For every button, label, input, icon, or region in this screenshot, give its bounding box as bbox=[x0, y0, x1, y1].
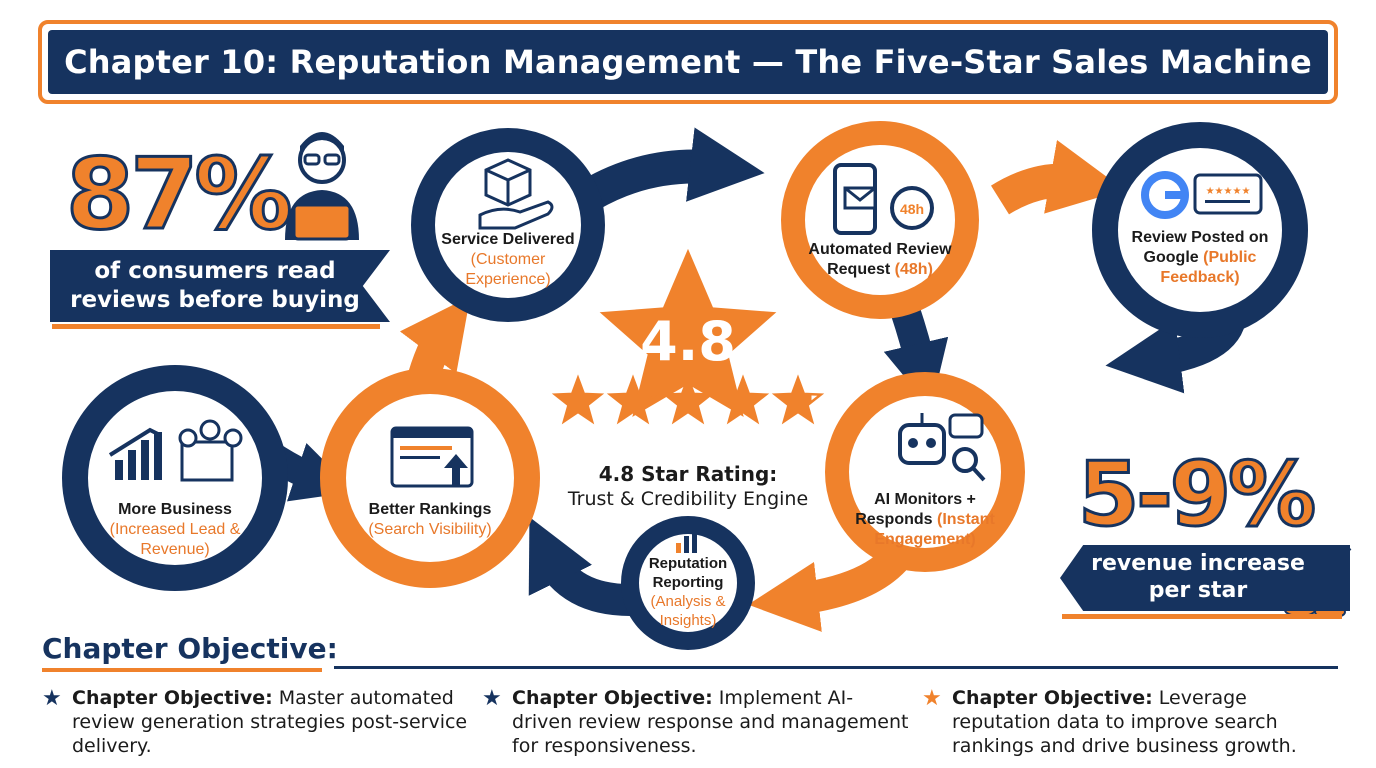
stat-right-caption-line1: revenue increase bbox=[1091, 551, 1305, 576]
node-ring-business bbox=[62, 365, 288, 591]
person-tablet-icon bbox=[285, 132, 359, 241]
stat-right-value: 5-9% bbox=[1077, 442, 1318, 548]
objective-3-star-icon: ★ bbox=[922, 686, 942, 711]
stat-left-caption-line2: reviews before buying bbox=[70, 287, 360, 313]
objective-1-label: Chapter Objective: bbox=[72, 687, 273, 709]
arrow-request-to-posted bbox=[990, 140, 1125, 215]
rating-title: 4.8 Star Rating: bbox=[598, 462, 778, 486]
objective-1-text: Master automated review generation strat… bbox=[72, 687, 468, 757]
stat-right-ribbon bbox=[1060, 545, 1350, 611]
stat-left-ribbon bbox=[50, 250, 390, 322]
objectives-rule bbox=[334, 666, 1338, 669]
objective-1: ★ Chapter Objective: Master automated re… bbox=[42, 686, 472, 758]
node-business: More Business (Increased Lead & Revenue) bbox=[105, 500, 245, 560]
svg-text:★★★★★: ★★★★★ bbox=[1206, 186, 1251, 197]
title-banner: Chapter 10: Reputation Management — The … bbox=[38, 20, 1338, 104]
arrow-service-to-request bbox=[581, 127, 765, 210]
arrow-request-down bbox=[883, 305, 949, 409]
rating-star-4 bbox=[716, 374, 770, 425]
stat-right-caption: revenue increase per star bbox=[1078, 550, 1318, 604]
node-request-sub: (48h) bbox=[894, 261, 933, 278]
rating-value: 4.8 bbox=[640, 310, 736, 373]
node-service: Service Delivered (Customer Experience) bbox=[438, 230, 578, 290]
node-ring-request bbox=[781, 121, 979, 319]
node-posted: Review Posted on Google (Public Feedback… bbox=[1125, 228, 1275, 288]
rating-subtitle: Trust & Credibility Engine bbox=[567, 488, 809, 510]
node-request-title: Automated Review Request (48h) bbox=[808, 241, 952, 278]
stat-left-ribbon-line bbox=[52, 324, 380, 329]
objective-1-star-icon: ★ bbox=[42, 686, 62, 711]
node-posted-sub: (Public Feedback) bbox=[1160, 249, 1257, 286]
node-ai-sub: (Instant Engagement) bbox=[874, 511, 995, 548]
objective-3: ★ Chapter Objective: Leverage reputation… bbox=[922, 686, 1342, 758]
business-growth-icon bbox=[108, 419, 243, 482]
objective-2: ★ Chapter Objective: Implement AI-driven… bbox=[482, 686, 912, 758]
google-review-icon: ★★★★★ bbox=[1141, 171, 1263, 219]
phone-clock-icon bbox=[833, 163, 934, 235]
search-ranking-icon bbox=[390, 426, 474, 488]
request-badge: 48h bbox=[900, 201, 924, 217]
rating-star-3 bbox=[661, 374, 715, 425]
rating-stars bbox=[551, 374, 825, 425]
objective-3-label: Chapter Objective: bbox=[952, 687, 1153, 709]
robot-icon bbox=[898, 413, 986, 482]
node-ai-title: AI Monitors + Responds (Instant Engageme… bbox=[855, 491, 995, 548]
node-rankings-title: Better Rankings bbox=[368, 501, 492, 518]
node-ring-service bbox=[411, 128, 605, 322]
node-ring-reporting bbox=[621, 516, 755, 650]
node-rankings-sub: (Search Visibility) bbox=[368, 521, 492, 538]
rating-star-5 bbox=[771, 374, 825, 425]
arrow-reporting-to-rankings bbox=[528, 517, 631, 616]
stat-right-ribbon-line bbox=[1062, 614, 1342, 619]
node-reporting-sub: (Analysis & Insights) bbox=[650, 593, 726, 629]
node-service-title: Service Delivered bbox=[441, 231, 575, 248]
node-service-sub: (Customer Experience) bbox=[465, 251, 551, 288]
rating-star-2 bbox=[606, 374, 660, 425]
objective-2-label: Chapter Objective: bbox=[512, 687, 713, 709]
objective-2-text: Implement AI-driven review response and … bbox=[512, 687, 909, 757]
stat-left-value: 87% bbox=[65, 138, 295, 252]
node-business-sub: (Increased Lead & Revenue) bbox=[109, 521, 241, 558]
node-rankings: Better Rankings (Search Visibility) bbox=[360, 500, 500, 540]
rating-star-1 bbox=[551, 374, 605, 425]
objective-3-text: Leverage reputation data to improve sear… bbox=[952, 687, 1297, 757]
page-title: Chapter 10: Reputation Management — The … bbox=[64, 43, 1312, 81]
box-hand-icon bbox=[478, 158, 554, 230]
node-reporting: Reputation Reporting (Analysis & Insight… bbox=[632, 554, 744, 630]
node-business-title: More Business bbox=[118, 501, 232, 518]
objective-2-star-icon: ★ bbox=[482, 686, 502, 711]
title-bar: Chapter 10: Reputation Management — The … bbox=[48, 30, 1328, 94]
stat-right-caption-line2: per star bbox=[1148, 578, 1248, 603]
stat-left-caption: of consumers read reviews before buying bbox=[60, 257, 370, 315]
node-request: Automated Review Request (48h) bbox=[800, 240, 960, 280]
node-ai: AI Monitors + Responds (Instant Engageme… bbox=[850, 490, 1000, 550]
node-posted-title: Review Posted on Google (Public Feedback… bbox=[1131, 229, 1269, 286]
node-reporting-title: Reputation Reporting bbox=[648, 555, 728, 591]
stat-left-caption-line1: of consumers read bbox=[94, 258, 336, 284]
objectives-heading: Chapter Objective: bbox=[42, 632, 338, 665]
bar-chart-icon bbox=[676, 530, 697, 553]
objectives-underline bbox=[42, 668, 322, 672]
